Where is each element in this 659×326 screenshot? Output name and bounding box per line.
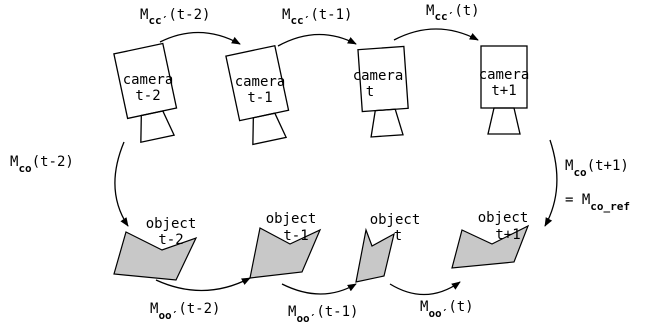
label-mcc-t: Mcc′(t) [426,3,480,23]
arrow-oo-t [389,281,461,296]
object-label: object [478,210,529,226]
label-moo-t: Moo′(t) [420,299,474,320]
arrow-cc-t-2 [159,31,241,45]
svg-text:Moo′(t): Moo′(t) [420,299,474,320]
camera-t-2: camera t-2 [113,42,178,144]
camera-label: camera [353,68,404,84]
label-mcc-t-2: Mcc′(t-2) [140,7,210,27]
label-moo-t-2: Moo′(t-2) [150,301,220,322]
svg-text:Mco(t+1): Mco(t+1) [565,158,629,179]
camera-time: t-1 [247,90,272,106]
svg-text:Moo′(t-2): Moo′(t-2) [150,301,220,322]
arrow-oo-t-1 [281,283,357,295]
camera-label: camera [123,72,174,88]
svg-text:Mcc′(t): Mcc′(t) [426,3,480,23]
object-label: object [370,212,421,228]
object-time: t [394,228,402,244]
object-t+1: object t+1 [451,210,530,269]
svg-text:Mcc′(t-1): Mcc′(t-1) [282,7,352,27]
object-t: object t [355,212,421,283]
camera-time: t+1 [491,83,516,99]
svg-text:= Mco_ref: = Mco_ref [565,192,630,213]
camera-time: t-2 [135,88,160,104]
object-t-1: object t-1 [249,211,322,279]
object-time: t-1 [283,228,308,244]
object-label: object [146,216,197,232]
object-label: object [266,211,317,227]
arrow-oo-t-2 [155,277,251,292]
object-time: t+1 [495,227,520,243]
arrow-co-t-2 [114,141,129,227]
camera-label: camera [235,74,286,90]
object-time: t-2 [158,232,183,248]
svg-text:Mcc′(t-2): Mcc′(t-2) [140,7,210,27]
label-moo-t-1: Moo′(t-1) [288,304,358,325]
camera-t+1: camera t+1 [479,45,530,135]
camera-t: camera t [353,45,409,138]
label-mco-t+1: Mco(t+1) = Mco_ref [565,158,630,213]
camera-t-1: camera t-1 [225,44,290,146]
arrow-cc-t [393,28,479,41]
object-t-2: object t-2 [113,216,198,281]
camera-time: t [366,84,374,100]
arrow-cc-t-1 [277,33,357,47]
label-mco-t-2: Mco(t-2) [10,154,74,175]
camera-label: camera [479,67,530,83]
label-mcc-t-1: Mcc′(t-1) [282,7,352,27]
svg-text:Mco(t-2): Mco(t-2) [10,154,74,175]
svg-text:Moo′(t-1): Moo′(t-1) [288,304,358,325]
arrow-co-t+1 [544,139,558,227]
